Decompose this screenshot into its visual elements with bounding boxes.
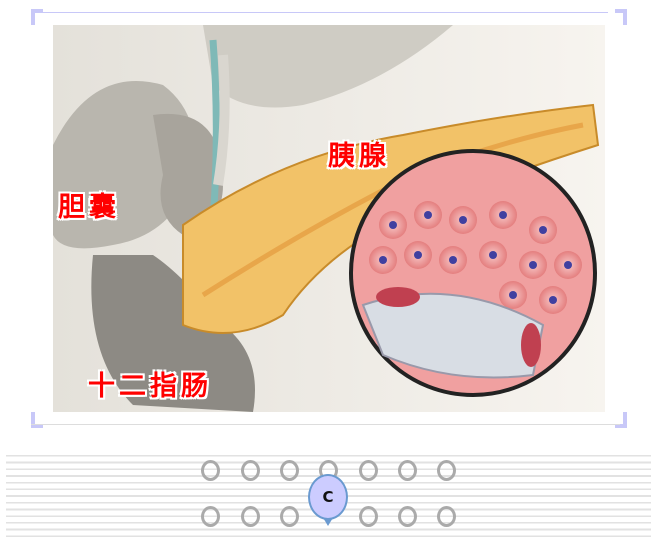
frame-corner-br	[615, 424, 627, 428]
answer-marker[interactable]: C	[308, 474, 348, 520]
option-circle[interactable]	[280, 506, 299, 527]
pancreas-anatomy-illustration	[53, 25, 605, 412]
frame-corner-tr-v	[623, 9, 627, 25]
label-gallbladder: 胆囊	[58, 192, 120, 223]
frame-corner-tl	[31, 9, 43, 13]
answer-marker-pointer	[322, 516, 334, 526]
option-circle[interactable]	[280, 460, 299, 481]
frame-corner-tl-v	[31, 9, 35, 25]
option-circle[interactable]	[201, 506, 220, 527]
option-circle[interactable]	[201, 460, 220, 481]
option-circle[interactable]	[398, 460, 417, 481]
option-circle[interactable]	[359, 460, 378, 481]
frame-corner-br-v	[623, 412, 627, 428]
label-duodenum: 十二指肠	[88, 371, 212, 402]
option-circle[interactable]	[241, 506, 260, 527]
frame-corner-bl	[31, 424, 43, 428]
option-circle[interactable]	[437, 506, 456, 527]
answer-marker-letter: C	[322, 488, 334, 506]
option-circle[interactable]	[437, 460, 456, 481]
option-circle[interactable]	[241, 460, 260, 481]
frame-bottom-line	[31, 424, 620, 425]
frame-top-line	[43, 12, 608, 13]
frame-corner-tr	[615, 9, 627, 13]
option-circle[interactable]	[398, 506, 417, 527]
option-circle[interactable]	[359, 506, 378, 527]
label-pancreas: 胰腺	[328, 141, 390, 172]
frame-corner-bl-v	[31, 412, 35, 428]
